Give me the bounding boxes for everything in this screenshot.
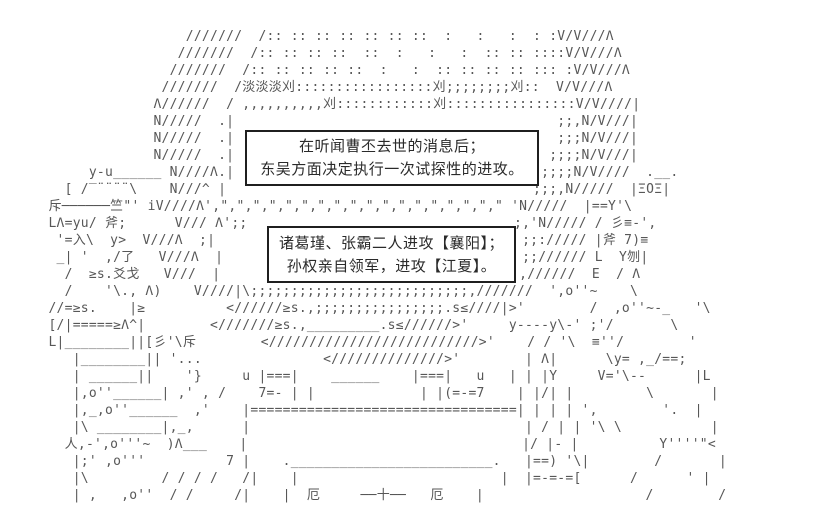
narration-line-1: 在听闻曹丕去世的消息后； xyxy=(298,138,485,155)
narration-line-2: 东吴方面决定执行一次试探性的进攻。 xyxy=(260,161,524,178)
narration-box: 在听闻曹丕去世的消息后； 东吴方面决定执行一次试探性的进攻。 xyxy=(245,130,539,186)
action-box: 诸葛瑾、张霸二人进攻【襄阳】； 孙权亲自领军，进攻【江夏】。 xyxy=(267,226,516,283)
ascii-art-scene: /////// /:: :: :: :: :: :: :: : : : : :V… xyxy=(48,29,727,503)
action-line-1: 诸葛瑾、张霸二人进攻【襄阳】； xyxy=(278,234,504,252)
action-line-2: 孙权亲自领军，进攻【江夏】。 xyxy=(286,257,497,275)
